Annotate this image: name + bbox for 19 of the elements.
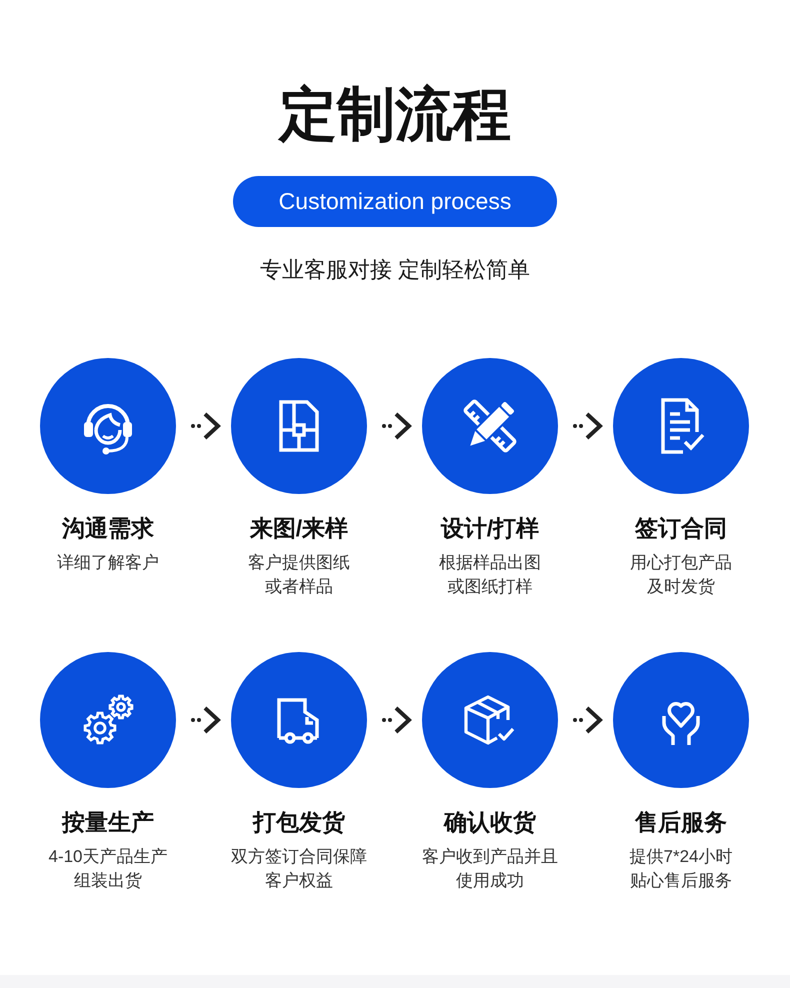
step-title: 签订合同 (635, 514, 727, 542)
step-title: 按量生产 (62, 808, 154, 836)
step-description: 详细了解客户 (56, 552, 160, 574)
title: 定制流程 (279, 81, 511, 149)
step-title: 来图/来样 (250, 514, 348, 542)
step-description: 双方签订合同保障客户权益 (230, 846, 368, 892)
step-description: 客户收到产品并且使用成功 (421, 846, 559, 892)
step-description: 提供7*24小时贴心售后服务 (628, 846, 734, 892)
subtitle: 专业客服对接 定制轻松简单 (260, 256, 530, 284)
step-description: 4-10天产品生产组装出货 (47, 846, 169, 892)
subtitle-banner: Customization process (233, 176, 557, 227)
step-description: 根据样品出图或图纸打样 (438, 552, 542, 598)
step-title: 售后服务 (635, 808, 727, 836)
step-title: 沟通需求 (62, 514, 154, 542)
step-description: 客户提供图纸或者样品 (247, 552, 351, 598)
step-title: 设计/打样 (440, 514, 540, 542)
step-title: 打包发货 (253, 808, 345, 836)
step-title: 确认收货 (444, 808, 536, 836)
step-description: 用心打包产品及时发货 (629, 552, 733, 598)
